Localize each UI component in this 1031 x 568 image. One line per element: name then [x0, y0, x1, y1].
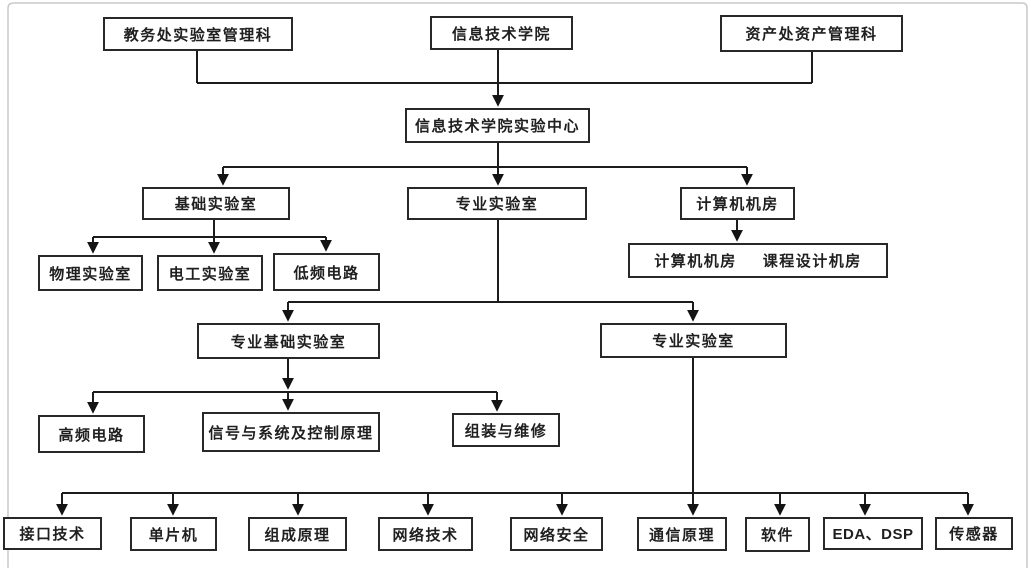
node-assembly-maintenance: 组装与维修	[452, 413, 560, 447]
node-asset-office-mgmt: 资产处资产管理科	[720, 15, 903, 52]
node-sensor: 传感器	[935, 517, 1013, 550]
node-professional-basic-lab: 专业基础实验室	[197, 323, 380, 359]
connector-basic-professional-branch	[87, 359, 503, 414]
node-eda-dsp: EDA、DSP	[823, 517, 923, 550]
connector-center-to-labs	[217, 143, 753, 186]
node-computer-room: 计算机机房	[680, 187, 795, 220]
node-network-technology: 网络技术	[378, 517, 473, 551]
connector-top-depts	[196, 50, 813, 107]
connector-bottom-row	[56, 358, 974, 516]
node-basic-lab: 基础实验室	[142, 187, 290, 220]
node-professional-lab-2: 专业实验室	[600, 323, 787, 358]
node-high-frequency-circuit: 高频电路	[38, 415, 145, 453]
node-low-frequency-circuit: 低频电路	[273, 253, 380, 291]
page-frame	[7, 2, 1028, 568]
node-computer-rooms-detail: 计算机机房 课程设计机房	[628, 243, 888, 278]
node-software: 软件	[745, 517, 810, 552]
node-experiment-center: 信息技术学院实验中心	[405, 108, 590, 143]
node-info-tech-college: 信息技术学院	[430, 16, 573, 50]
node-academic-affairs-lab-mgmt: 教务处实验室管理科	[103, 17, 293, 51]
node-signals-systems-control: 信号与系统及控制原理	[202, 412, 380, 452]
node-communication-principle: 通信原理	[637, 517, 727, 551]
node-electrician-lab: 电工实验室	[157, 255, 263, 291]
node-course-design-room-label: 课程设计机房	[762, 253, 862, 270]
node-network-security: 网络安全	[510, 517, 603, 551]
node-single-chip-mcu: 单片机	[130, 517, 217, 551]
node-composition-principle: 组成原理	[248, 517, 347, 551]
node-computer-room-label: 计算机机房	[654, 253, 737, 270]
node-professional-lab: 专业实验室	[407, 187, 587, 220]
node-physics-lab: 物理实验室	[38, 255, 143, 291]
connector-basic-lab-branch	[87, 220, 332, 254]
connector-professional-split	[282, 220, 699, 322]
node-interface-technology: 接口技术	[3, 517, 102, 550]
